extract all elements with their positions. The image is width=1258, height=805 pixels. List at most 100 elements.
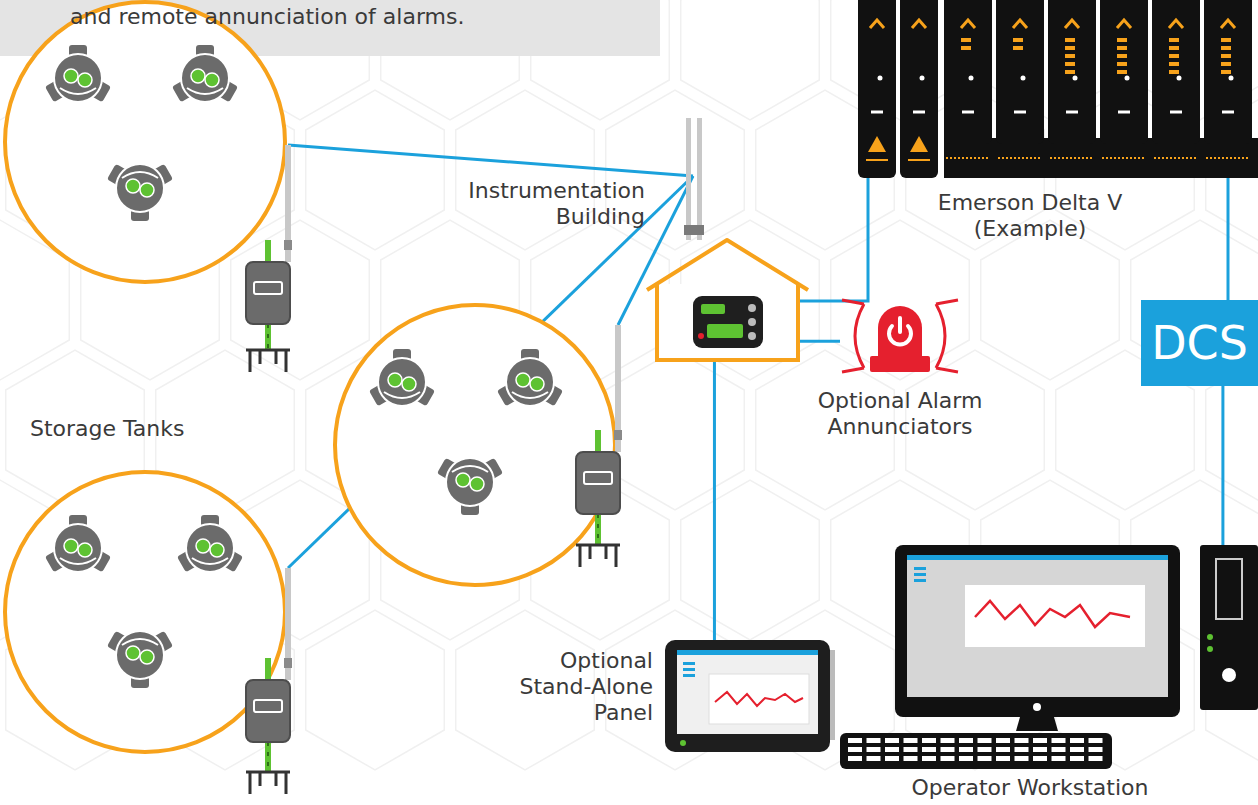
module-bar: [1169, 62, 1179, 66]
module-bar: [1118, 111, 1130, 114]
screen-menu: [683, 674, 695, 677]
key: [1033, 747, 1047, 752]
module-bar: [1221, 38, 1231, 42]
sensor-body: [181, 54, 229, 102]
module-line: [908, 159, 930, 161]
sensor-body: [116, 164, 164, 212]
trend-line: [975, 601, 1130, 627]
tower-led: [1207, 646, 1213, 652]
key: [996, 738, 1010, 743]
key: [959, 747, 973, 752]
tank-outline: [5, 2, 285, 282]
module-bar: [913, 111, 925, 114]
beacon-base: [870, 356, 930, 372]
keyboard: [840, 733, 1112, 769]
sensor-dot: [530, 377, 544, 391]
pole-marks: [267, 324, 269, 350]
sensor-body: [378, 358, 426, 406]
hex-texture: [0, 0, 1258, 770]
sensor-body: [506, 358, 554, 406]
text-wrap: Operator Workstation: [880, 775, 1180, 801]
key: [904, 756, 918, 761]
sensor-dot: [402, 377, 416, 391]
key: [1015, 747, 1029, 752]
level-sensor: [107, 164, 173, 221]
network-cable: [800, 178, 868, 301]
rack-module: [996, 0, 1044, 144]
module-chevron: [912, 20, 926, 28]
mount-bracket: [576, 545, 620, 567]
module-bar: [1221, 54, 1231, 58]
module-bar: [1222, 111, 1234, 114]
label-wrap: Storage Tanks: [30, 416, 250, 442]
text-wrap: Emerson Delta V (Example): [910, 190, 1150, 242]
level-sensor: [45, 45, 111, 102]
sensor-dot: [205, 73, 219, 87]
level-sensor: [497, 349, 563, 406]
key: [1033, 738, 1047, 743]
module-bar: [1065, 54, 1075, 58]
house-fill: [657, 284, 798, 360]
transmitter-body: [576, 452, 620, 514]
key: [922, 756, 936, 761]
key: [1070, 747, 1084, 752]
node-icon: [840, 298, 960, 376]
tower-power: [1222, 668, 1236, 682]
key: [996, 747, 1010, 752]
transmitter-body: [246, 262, 290, 324]
module-bar: [1065, 62, 1075, 66]
sensor-dot: [456, 473, 470, 487]
sensor-face: [60, 88, 96, 94]
base-dots: [1206, 157, 1250, 159]
sensor-face: [60, 558, 96, 564]
antenna-joint: [684, 225, 704, 235]
node-icon: [858, 0, 1258, 178]
tower: [1200, 545, 1258, 710]
sensor-face: [452, 466, 488, 472]
sensor-face: [384, 392, 420, 398]
dcs-box: DCS: [1141, 300, 1258, 386]
key: [1015, 756, 1029, 761]
module-bar: [1014, 111, 1026, 114]
text-wrap: Optional Stand-Alone Panel: [485, 648, 653, 726]
node-icon: [665, 640, 830, 752]
pole-top: [265, 658, 271, 680]
hex-outline: [306, 610, 445, 770]
antenna: [285, 568, 291, 680]
controller-led: [748, 332, 756, 340]
panel-frame: [665, 640, 830, 752]
transmitter-window: [254, 282, 282, 294]
text-wrap: Optional Alarm Annunciators: [785, 388, 1015, 440]
key: [1070, 756, 1084, 761]
pole-top: [595, 430, 601, 452]
module-warning: [910, 136, 928, 152]
screen-menu: [914, 579, 926, 582]
stand-alone-panel: Optional Stand-Alone Panel: [665, 640, 830, 752]
node-caption: Optional Alarm Annunciators: [785, 388, 1015, 440]
key: [867, 738, 881, 743]
text-wrap: Instrumentation Building: [420, 178, 645, 230]
module-bar: [1169, 70, 1179, 74]
beacon-flare: [936, 300, 958, 372]
controller-led: [698, 333, 704, 339]
sensor-dot: [196, 539, 210, 553]
sensor-face: [192, 558, 228, 564]
area-label: Storage Tanks: [30, 416, 250, 442]
module-chevron: [870, 20, 884, 28]
sensor-body: [54, 54, 102, 102]
node-caption: Operator Workstation: [880, 775, 1180, 801]
node-caption: Instrumentation Building: [420, 178, 645, 230]
key: [885, 747, 899, 752]
pole: [595, 514, 601, 545]
module-chevron: [1065, 20, 1079, 28]
key: [978, 756, 992, 761]
key: [885, 738, 899, 743]
screen-bar: [907, 555, 1168, 560]
sensor-dot: [126, 179, 140, 193]
network-cable: [1227, 178, 1230, 300]
monitor-stand: [1016, 717, 1058, 731]
module-bar: [1117, 62, 1127, 66]
key: [904, 738, 918, 743]
beacon-dome: [878, 306, 922, 356]
sensor-dot: [126, 646, 140, 660]
